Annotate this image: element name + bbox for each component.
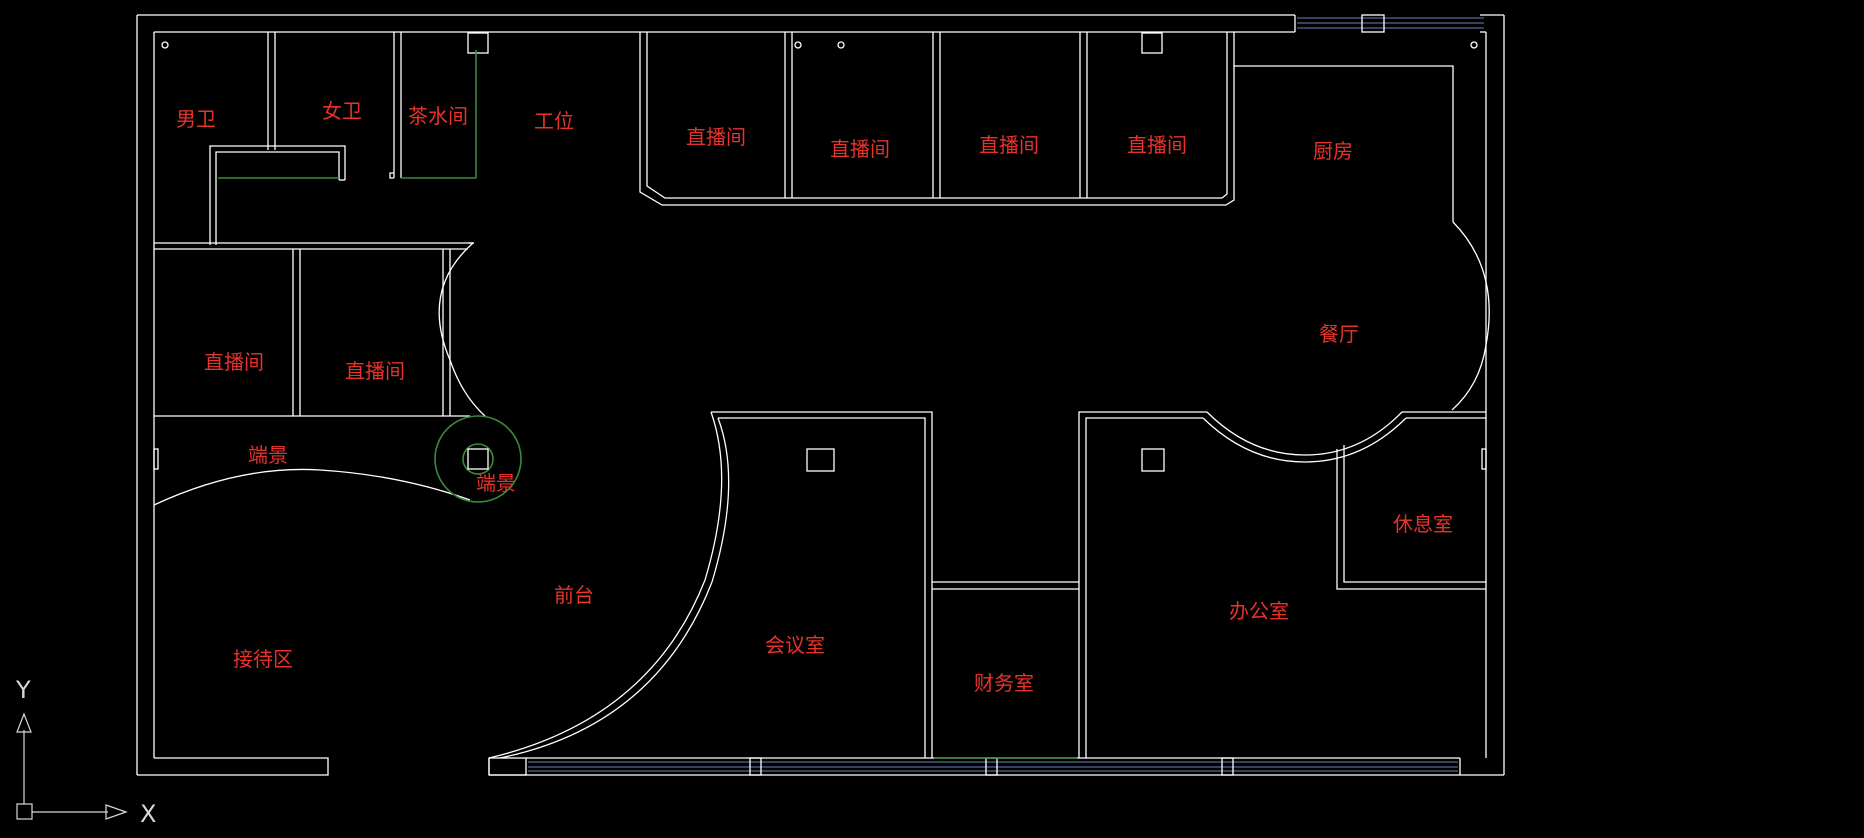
- label-tea-room: 茶水间: [408, 104, 468, 128]
- columns: [153, 32, 1487, 472]
- left-live-rooms-walls: [154, 242, 486, 417]
- ucs-axis-icon: Y X: [15, 676, 156, 828]
- label-dining: 餐厅: [1319, 322, 1359, 346]
- kitchen-dining-walls: [1202, 65, 1490, 463]
- service-rooms-walls: [154, 32, 477, 250]
- label-finance-room: 财务室: [974, 671, 1034, 695]
- finance-room-walls: [932, 581, 1079, 759]
- meeting-room-walls: [488, 411, 933, 759]
- top-live-rooms-walls: [639, 32, 1235, 206]
- room-labels: 男卫 女卫 茶水间 工位 直播间 直播间 直播间 直播间 厨房 直播间 直播间 …: [176, 99, 1453, 695]
- label-women-toilet: 女卫: [322, 99, 362, 123]
- office-walls: [1078, 411, 1486, 758]
- label-men-toilet: 男卫: [176, 107, 216, 131]
- label-office: 办公室: [1229, 599, 1289, 623]
- label-live-room-3: 直播间: [979, 133, 1039, 157]
- windows: [488, 14, 1484, 776]
- reception-counter: [153, 415, 522, 506]
- outer-walls: [136, 14, 1505, 776]
- axis-x-label: X: [140, 800, 156, 828]
- label-live-room-6: 直播间: [345, 359, 405, 383]
- label-front-desk: 前台: [554, 583, 594, 607]
- label-end-scene-2: 端景: [476, 471, 516, 495]
- label-lounge: 休息室: [1393, 512, 1453, 536]
- label-live-room-1: 直播间: [686, 125, 746, 149]
- label-reception: 接待区: [233, 647, 293, 671]
- label-workstation: 工位: [534, 109, 574, 133]
- label-live-room-2: 直播间: [830, 137, 890, 161]
- label-live-room-5: 直播间: [204, 350, 264, 374]
- label-end-scene-1: 端景: [248, 443, 288, 467]
- label-kitchen: 厨房: [1313, 139, 1353, 163]
- label-live-room-4: 直播间: [1127, 133, 1187, 157]
- axis-y-label: Y: [15, 676, 31, 704]
- label-meeting-room: 会议室: [765, 633, 825, 657]
